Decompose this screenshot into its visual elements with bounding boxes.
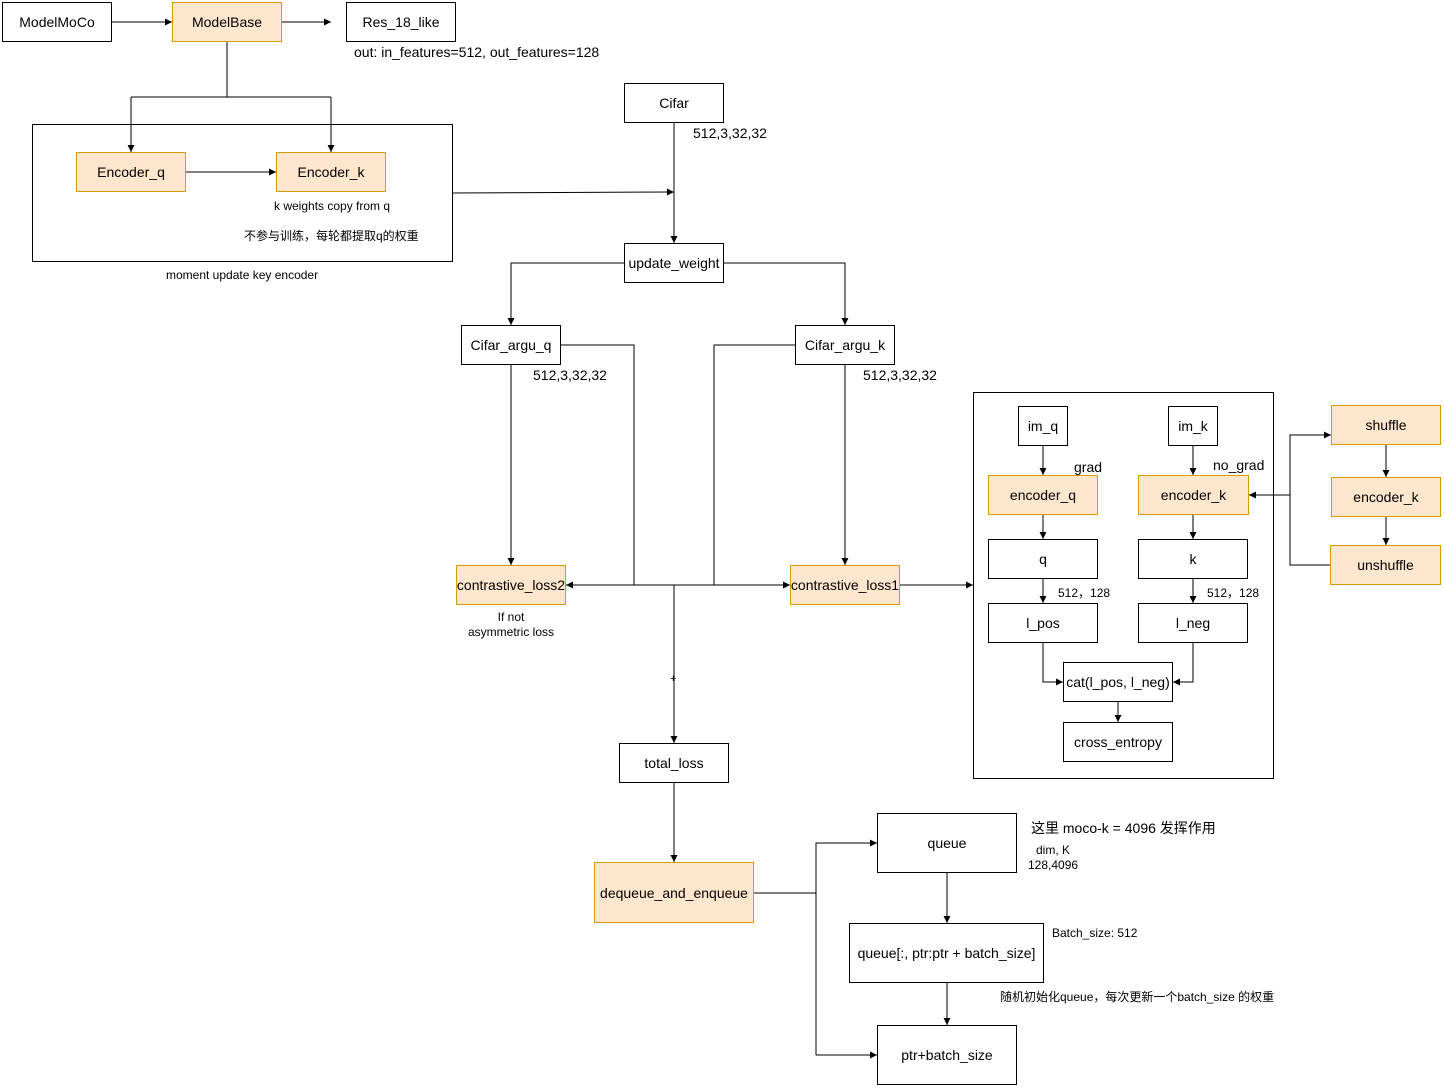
queue-shape-label: 128,4096 <box>1028 858 1079 872</box>
dim-k-label: dim, K <box>1036 843 1071 857</box>
encoder-k-top-node[interactable]: Encoder_k <box>276 152 386 192</box>
arrow-argu-q-to-loss1 <box>561 344 790 589</box>
k-node[interactable]: k <box>1138 539 1248 579</box>
arrow-update-argu-q <box>507 262 624 325</box>
shuffle-node[interactable]: shuffle <box>1331 405 1441 445</box>
res18-node[interactable]: Res_18_like <box>346 2 456 42</box>
arrow-lneg-cat <box>1173 643 1194 686</box>
encoder-k-node[interactable]: encoder_k <box>1138 475 1249 515</box>
cifar-argu-k-node[interactable]: Cifar_argu_k <box>795 325 895 365</box>
cifar-argu-q-node[interactable]: Cifar_argu_q <box>461 325 561 365</box>
grad-label: grad <box>1074 459 1103 475</box>
k-copy-label: k weights copy from q <box>274 199 391 213</box>
no-train-label: 不参与训练，每轮都提取q的权重 <box>244 229 419 243</box>
contrastive-loss2-node[interactable]: contrastive_loss2 <box>456 565 566 605</box>
cross-entropy-node[interactable]: cross_entropy <box>1063 722 1173 762</box>
modelmoco-node[interactable]: ModelMoCo <box>2 2 112 42</box>
moco-loss-frame <box>973 392 1274 779</box>
res-out-label: out: in_features=512, out_features=128 <box>354 44 600 60</box>
dequeue-enqueue-node[interactable]: dequeue_and_enqueue <box>594 862 754 923</box>
update-weight-node[interactable]: update_weight <box>624 243 724 283</box>
argu-k-shape-label: 512,3,32,32 <box>863 367 937 383</box>
unshuffle-node[interactable]: unshuffle <box>1330 545 1441 585</box>
arrow-frame-to-update <box>451 188 675 196</box>
queue-node[interactable]: queue <box>877 813 1017 873</box>
l-neg-node[interactable]: l_neg <box>1138 603 1248 643</box>
no-grad-label: no_grad <box>1213 457 1265 473</box>
l-pos-node[interactable]: l_pos <box>988 603 1098 643</box>
encoder-group-frame <box>32 124 453 262</box>
queue-slice-node[interactable]: queue[:, ptr:ptr + batch_size] <box>849 923 1044 983</box>
cat-node[interactable]: cat(l_pos, l_neg) <box>1063 662 1173 702</box>
asymmetric-loss-label: asymmetric loss <box>467 625 554 639</box>
im-k-node[interactable]: im_k <box>1168 406 1218 446</box>
arrow-to-queue <box>815 839 877 1055</box>
q-shape-label: 512，128 <box>1058 586 1111 600</box>
encoder-q-node[interactable]: encoder_q <box>988 475 1098 515</box>
cifar-shape-label: 512,3,32,32 <box>693 125 767 141</box>
arrow-unshuffle-enck <box>1249 491 1331 566</box>
contrastive-loss1-node[interactable]: contrastive_loss1 <box>790 565 900 605</box>
moco-k-label: 这里 moco-k = 4096 发挥作用 <box>1031 820 1216 836</box>
cifar-node[interactable]: Cifar <box>624 83 724 123</box>
total-loss-node[interactable]: total_loss <box>619 743 729 783</box>
arrow-update-argu-k <box>724 262 849 325</box>
argu-q-shape-label: 512,3,32,32 <box>533 367 607 383</box>
modelbase-node[interactable]: ModelBase <box>172 2 282 42</box>
plus-label: + <box>670 673 677 685</box>
encoder-q-top-node[interactable]: Encoder_q <box>76 152 186 192</box>
batch-size-label: Batch_size: 512 <box>1052 926 1138 940</box>
ptr-update-node[interactable]: ptr+batch_size <box>877 1025 1017 1085</box>
k-shape-label: 512，128 <box>1207 586 1260 600</box>
arrow-lpos-cat <box>1042 643 1063 686</box>
random-init-label: 随机初始化queue，每次更新一个batch_size 的权重 <box>1000 990 1275 1004</box>
moment-update-label: moment update key encoder <box>166 268 319 282</box>
encoder-k-side-node[interactable]: encoder_k <box>1331 477 1441 517</box>
im-q-node[interactable]: im_q <box>1018 406 1068 446</box>
if-not-label: If not <box>497 610 525 624</box>
q-node[interactable]: q <box>988 539 1098 579</box>
